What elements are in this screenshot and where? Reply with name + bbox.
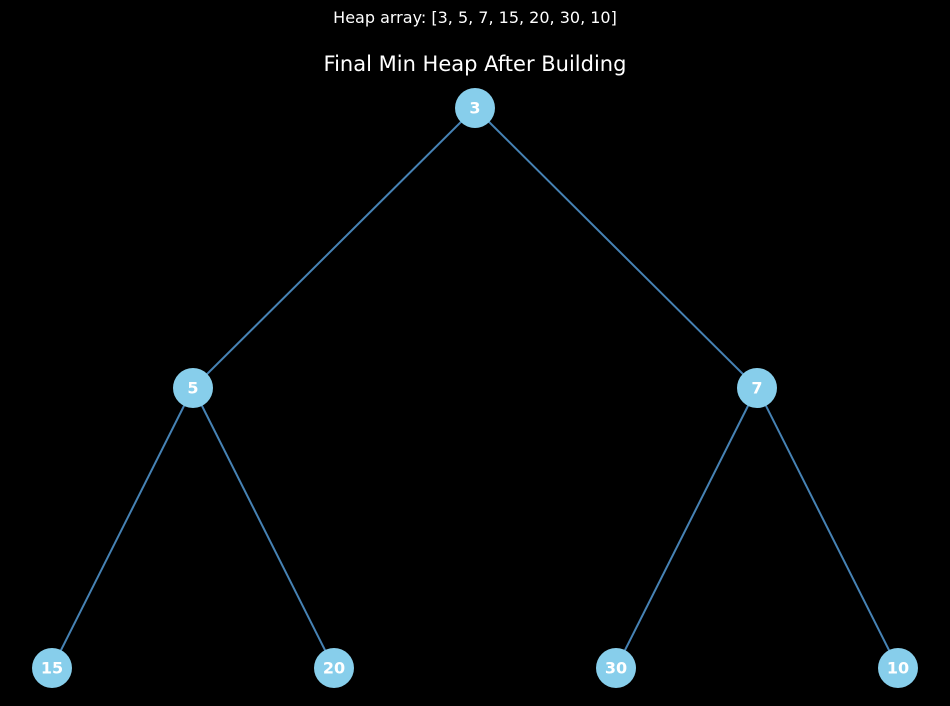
- node-label: 10: [887, 659, 909, 678]
- node-circle: [32, 648, 72, 688]
- node-circle: [878, 648, 918, 688]
- node-label: 3: [469, 99, 480, 118]
- edge-n2-n6: [756, 387, 899, 669]
- heap-node-15: 15: [32, 648, 72, 688]
- edge-n1-n4: [192, 387, 335, 669]
- node-circle: [596, 648, 636, 688]
- node-circle: [737, 368, 777, 408]
- heap-array-caption: Heap array: [3, 5, 7, 15, 20, 30, 10]: [333, 8, 617, 27]
- heap-node-3: 3: [455, 88, 495, 128]
- node-label: 30: [605, 659, 627, 678]
- node-label: 20: [323, 659, 345, 678]
- node-circle: [314, 648, 354, 688]
- nodes-layer: 3 5 7 15 20 30 10: [32, 88, 918, 688]
- heap-node-30: 30: [596, 648, 636, 688]
- heap-node-7: 7: [737, 368, 777, 408]
- edge-n2-n5: [615, 387, 758, 669]
- node-label: 7: [751, 379, 762, 398]
- heap-node-10: 10: [878, 648, 918, 688]
- edge-n1-n3: [51, 387, 194, 669]
- node-circle: [455, 88, 495, 128]
- node-label: 15: [41, 659, 63, 678]
- diagram-title: Final Min Heap After Building: [323, 52, 627, 76]
- heap-node-20: 20: [314, 648, 354, 688]
- edges-layer: [51, 107, 899, 669]
- heap-node-5: 5: [173, 368, 213, 408]
- edge-n0-n2: [474, 107, 758, 389]
- node-circle: [173, 368, 213, 408]
- node-label: 5: [187, 379, 198, 398]
- edge-n0-n1: [192, 107, 476, 389]
